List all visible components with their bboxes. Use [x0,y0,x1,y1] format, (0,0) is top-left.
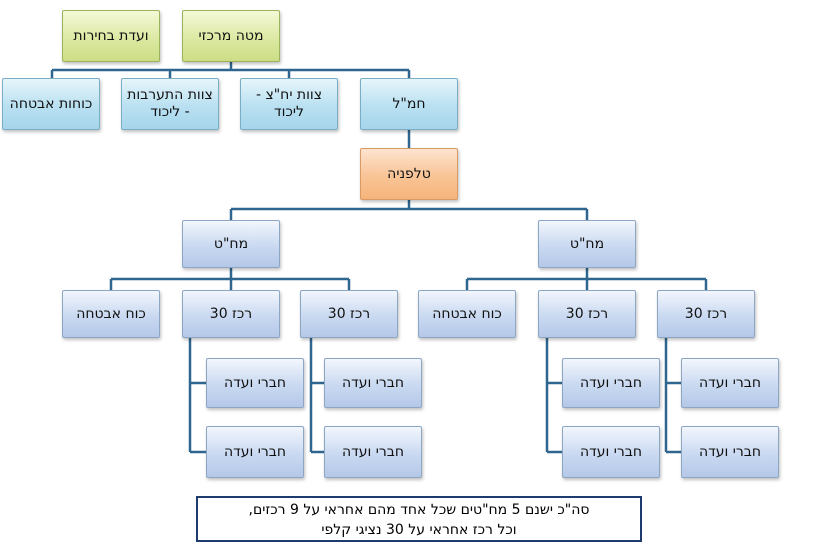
member-box-left-a-2: חברי ועדה [206,426,304,478]
coordinator-box-left-a: רכז 30 [182,290,280,338]
member-box-right-a-1: חברי ועדה [562,358,660,408]
member-box-left-b-1: חברי ועדה [324,358,422,408]
summary-box: סה"כ ישנם 5 מח"טים שכל אחד מהם אחראי על … [196,496,642,542]
hamal-box: חמ"ל [360,78,458,130]
mahat-box-right: מח"ט [538,220,636,268]
member-box-left-a-1: חברי ועדה [206,358,304,408]
intervention-team-box: צוות התערבות - ליכוד [121,78,219,130]
elections-committee-box: ועדת בחירות [62,10,160,62]
coordinator-box-right-a: רכז 30 [538,290,636,338]
yahatz-team-box: צוות יח"צ - ליכוד [240,78,338,130]
hq-box: מטה מרכזי [182,10,280,62]
telephony-box: טלפניה [360,148,458,200]
coordinator-box-left-b: רכז 30 [300,290,398,338]
security-box-right: כוח אבטחה [418,290,516,338]
mahat-box-left: מח"ט [182,220,280,268]
summary-line-2: וכל רכז אחראי על 30 נציגי קלפי [321,522,517,538]
member-box-left-b-2: חברי ועדה [324,426,422,478]
coordinator-box-right-b: רכז 30 [657,290,755,338]
security-forces-box: כוחות אבטחה [2,78,100,130]
member-box-right-b-1: חברי ועדה [681,358,779,408]
member-box-right-b-2: חברי ועדה [681,426,779,478]
summary-line-1: סה"כ ישנם 5 מח"טים שכל אחד מהם אחראי על … [248,502,590,518]
member-box-right-a-2: חברי ועדה [562,426,660,478]
security-box-left: כוח אבטחה [62,290,160,338]
